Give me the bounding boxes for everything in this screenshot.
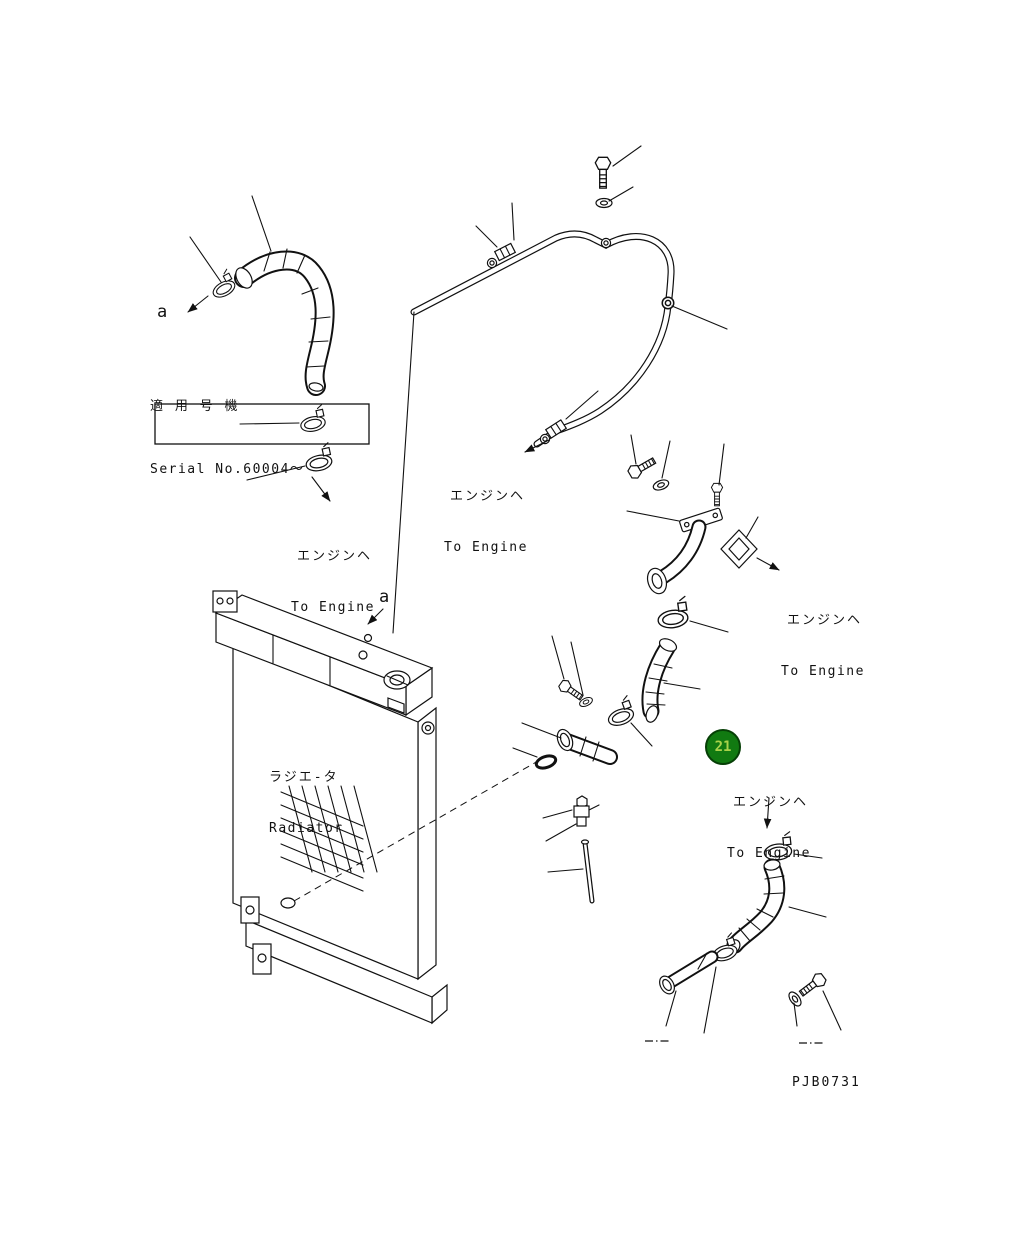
serial-title: 適 用 号 機 bbox=[150, 399, 240, 414]
to-engine-label-right: エンジンヘ To Engine bbox=[781, 578, 865, 697]
to-engine-arrow-bottom bbox=[763, 797, 772, 829]
to-engine-arrow-middle bbox=[524, 439, 550, 453]
to-engine-jp: エンジンヘ bbox=[787, 613, 863, 628]
to-engine-en: To Engine bbox=[444, 540, 528, 555]
elbow-hose bbox=[641, 638, 701, 723]
serial-number: Serial No.60004～ bbox=[150, 462, 305, 477]
radiator bbox=[212, 590, 448, 1025]
coolant-pipe-assembly bbox=[392, 145, 728, 634]
part-callout-21[interactable]: 21 bbox=[705, 729, 741, 765]
drain-leader-line bbox=[293, 760, 539, 902]
radiator-label-en: Radiator bbox=[269, 821, 344, 836]
elbow-hose-clamp bbox=[654, 595, 690, 631]
to-engine-label-bottom: エンジンヘ To Engine bbox=[727, 760, 811, 879]
to-engine-jp: エンジンヘ bbox=[733, 795, 809, 810]
connector-hose bbox=[556, 728, 618, 765]
drain-tube bbox=[580, 839, 595, 904]
to-engine-en: To Engine bbox=[727, 846, 811, 861]
to-engine-arrow-right bbox=[756, 557, 780, 571]
to-engine-en: To Engine bbox=[781, 664, 865, 679]
serial-applicability-label: 適 用 号 機 Serial No.60004～ bbox=[150, 354, 304, 501]
plug-bolt bbox=[710, 482, 724, 507]
view-a-arrow-radiator bbox=[367, 608, 384, 625]
drawing-code: PJB0731 bbox=[792, 1075, 861, 1090]
elbow-pipe-assembly bbox=[625, 434, 780, 723]
upper-hose bbox=[189, 195, 335, 396]
pipe-boundary-line bbox=[392, 311, 415, 634]
upper-hose-clamp bbox=[205, 268, 239, 301]
view-label-a-top: a bbox=[157, 302, 168, 322]
to-engine-arrow-left bbox=[311, 476, 331, 502]
mounting-bolt bbox=[785, 970, 829, 1009]
core-fin-hatching bbox=[280, 785, 378, 892]
outlet-hose-parts bbox=[512, 635, 653, 904]
drain-cock bbox=[573, 795, 600, 827]
tank-opening bbox=[387, 697, 405, 714]
hose-hatching bbox=[263, 248, 331, 368]
view-label-a-radiator: a bbox=[379, 587, 390, 607]
to-engine-label-middle: エンジンヘ To Engine bbox=[444, 454, 528, 573]
to-engine-jp: エンジンヘ bbox=[450, 489, 526, 504]
to-engine-en: To Engine bbox=[291, 600, 375, 615]
lower-right-hose-parts bbox=[645, 797, 842, 1044]
bleed-bolt bbox=[594, 156, 613, 209]
to-engine-jp: エンジンヘ bbox=[297, 549, 373, 564]
gasket bbox=[720, 529, 758, 569]
filler-cap bbox=[383, 670, 411, 690]
outlet-tube bbox=[659, 950, 719, 995]
lower-hose-clamp-left bbox=[246, 442, 334, 502]
to-engine-label-left: エンジンヘ To Engine bbox=[291, 514, 375, 633]
radiator-label: ラジエ-タ Radiator bbox=[269, 735, 344, 854]
serial-applicability-box bbox=[154, 403, 370, 445]
drain-hole bbox=[280, 897, 296, 909]
grommet bbox=[661, 296, 675, 310]
o-ring bbox=[534, 754, 558, 770]
radiator-label-jp: ラジエ-タ bbox=[269, 770, 339, 785]
view-a-arrow-top bbox=[187, 295, 209, 313]
